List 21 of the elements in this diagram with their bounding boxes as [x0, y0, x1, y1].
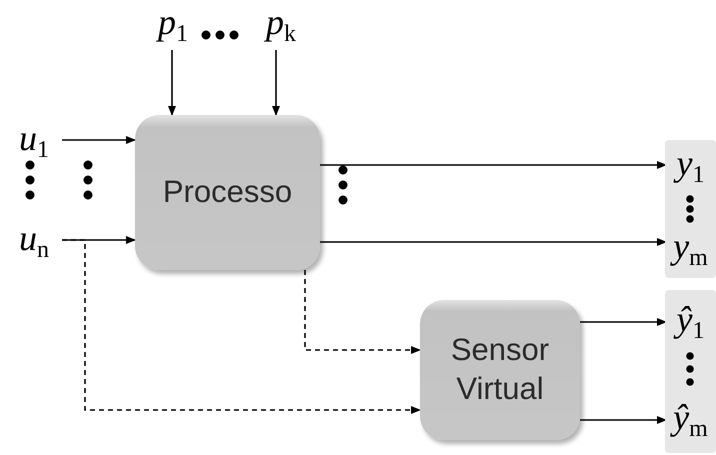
variable-label: y$_{m}$ [666, 224, 715, 274]
arrow [272, 50, 280, 116]
output-band [665, 290, 716, 453]
arrow [580, 416, 667, 424]
variable-label: p$_{1}$ [146, 0, 200, 50]
process-box: Processo [135, 115, 320, 270]
variable-label: u$_{1}$ [6, 116, 62, 166]
dashed-arrow [62, 239, 421, 414]
process-box: Sensor Virtual [420, 300, 580, 440]
arrow [62, 136, 136, 144]
variable-label: u$_{n}$ [6, 216, 62, 266]
arrow [580, 318, 667, 326]
variable-label: ŷ$_{m}$ [666, 395, 715, 445]
arrow [320, 238, 667, 246]
arrow [320, 161, 667, 169]
output-band [665, 140, 716, 278]
variable-label: ŷ$_{1}$ [666, 297, 715, 347]
dashed-arrow [304, 270, 421, 354]
arrow [168, 50, 176, 116]
variable-label: y$_{1}$ [666, 141, 715, 191]
variable-label: p$_{k}$ [254, 0, 308, 50]
